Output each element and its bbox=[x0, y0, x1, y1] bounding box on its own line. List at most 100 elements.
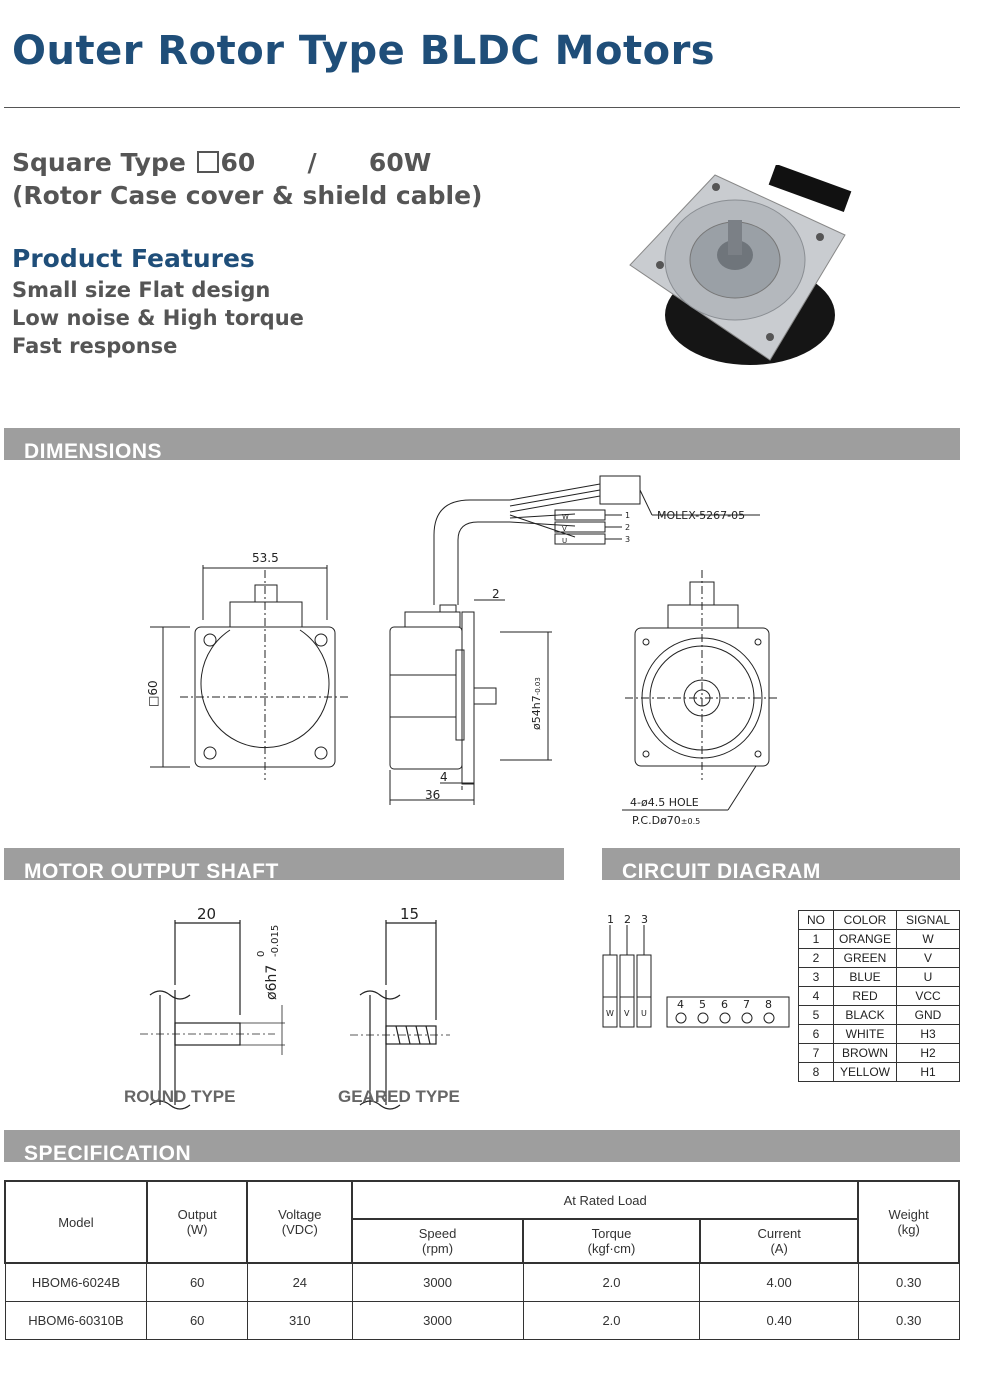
wire-color: ORANGE bbox=[833, 929, 897, 949]
dim-pcd-value: P.C.Dø70 bbox=[632, 814, 681, 827]
circuit-wire-number: 1 bbox=[607, 913, 614, 926]
circuit-pin: 6 bbox=[721, 998, 728, 1011]
cell-weight: 0.30 bbox=[857, 1300, 960, 1340]
wire-no: 2 bbox=[798, 948, 834, 968]
circuit-wire-number: 2 bbox=[624, 913, 631, 926]
cell-torque: 2.0 bbox=[522, 1300, 701, 1340]
wire-no: 6 bbox=[798, 1024, 834, 1044]
wire-color: RED bbox=[833, 986, 897, 1006]
output-label: Output bbox=[177, 1207, 217, 1222]
wire-no: 7 bbox=[798, 1043, 834, 1063]
circuit-wire-label: U bbox=[641, 1009, 647, 1018]
torque-unit: (kgf·cm) bbox=[587, 1241, 636, 1256]
col-torque: Torque(kgf·cm) bbox=[522, 1218, 701, 1264]
cell-torque: 2.0 bbox=[522, 1262, 701, 1302]
cell-speed: 3000 bbox=[351, 1300, 524, 1340]
dim-shaft-dia: ø6h7 bbox=[264, 965, 280, 1000]
dim-round-length: 20 bbox=[197, 905, 216, 923]
current-label: Current bbox=[757, 1226, 801, 1241]
subtitle-prefix: Square Type bbox=[12, 148, 186, 177]
table-row: HBOM6-6024B 60 24 3000 2.0 4.00 0.30 bbox=[4, 1262, 960, 1302]
dimension-drawing: 53.5 □60 MOLEX-5267-05 W V U 1 2 3 2 36 … bbox=[146, 475, 780, 827]
wire-color: YELLOW bbox=[833, 1062, 897, 1082]
subtitle-sep: / bbox=[307, 148, 317, 177]
circuit-pin: 8 bbox=[765, 998, 772, 1011]
speed-unit: (rpm) bbox=[422, 1241, 454, 1256]
circuit-header: CIRCUIT DIAGRAM bbox=[602, 848, 960, 883]
square-symbol-icon bbox=[196, 151, 219, 173]
dim-depth: 36 bbox=[425, 788, 440, 802]
col-current: Current(A) bbox=[698, 1218, 860, 1264]
wire-number: 3 bbox=[625, 535, 630, 544]
wire-no: 5 bbox=[798, 1005, 834, 1025]
wire-label: W bbox=[562, 513, 569, 521]
wire-color: BLUE bbox=[833, 967, 897, 987]
rear-view bbox=[622, 570, 780, 811]
table-header: NO bbox=[798, 910, 834, 930]
current-unit: (A) bbox=[770, 1241, 788, 1256]
wire-signal: W bbox=[896, 929, 960, 949]
spec-title: SPECIFICATION bbox=[24, 1142, 192, 1165]
cell-current: 4.00 bbox=[699, 1262, 859, 1302]
wire-signal: H3 bbox=[896, 1024, 960, 1044]
dim-pcd: P.C.Dø70±0.5 bbox=[632, 814, 700, 827]
wire-number: 2 bbox=[625, 523, 630, 532]
col-model: Model bbox=[4, 1180, 148, 1264]
cell-model: HBOM6-6024B bbox=[4, 1262, 148, 1302]
round-shaft bbox=[140, 920, 285, 1110]
table-row: HBOM6-60310B 60 310 3000 2.0 0.40 0.30 bbox=[4, 1300, 960, 1340]
output-unit: (W) bbox=[186, 1222, 208, 1237]
dimensions-header: DIMENSIONS bbox=[4, 428, 960, 463]
col-voltage: Voltage(VDC) bbox=[246, 1180, 354, 1264]
wire-label: V bbox=[562, 525, 567, 533]
dim-width: 53.5 bbox=[252, 551, 279, 565]
dim-boss-value: ø54h7 bbox=[530, 695, 543, 730]
wire-no: 1 bbox=[798, 929, 834, 949]
dim-pcd-tol: ±0.5 bbox=[681, 817, 700, 826]
circuit-pin: 7 bbox=[743, 998, 750, 1011]
dim-hole: 4-ø4.5 HOLE bbox=[630, 796, 699, 809]
geared-shaft bbox=[350, 920, 450, 1110]
front-view bbox=[150, 565, 350, 780]
shaft-drawing: 20 15 ø6h7 0 -0.015 bbox=[140, 905, 450, 1110]
circuit-pin: 5 bbox=[699, 998, 706, 1011]
cell-output: 60 bbox=[146, 1262, 248, 1302]
weight-unit: (kg) bbox=[897, 1222, 920, 1237]
features-heading: Product Features bbox=[12, 244, 255, 273]
page-title: Outer Rotor Type BLDC Motors bbox=[12, 28, 716, 74]
wire-color: BROWN bbox=[833, 1043, 897, 1063]
cell-weight: 0.30 bbox=[857, 1262, 960, 1302]
side-view bbox=[389, 475, 760, 805]
wire-signal: GND bbox=[896, 1005, 960, 1025]
title-divider bbox=[4, 107, 960, 108]
col-rated-load: At Rated Load bbox=[351, 1180, 860, 1220]
dim-connector: MOLEX-5267-05 bbox=[657, 509, 745, 522]
col-weight: Weight(kg) bbox=[857, 1180, 960, 1264]
motor-product-photo bbox=[629, 165, 852, 365]
subtitle-power: 60W bbox=[368, 148, 432, 177]
cell-voltage: 310 bbox=[246, 1300, 353, 1340]
voltage-unit: (VDC) bbox=[281, 1222, 318, 1237]
feature-item: Low noise & High torque bbox=[12, 306, 304, 330]
weight-label: Weight bbox=[888, 1207, 929, 1222]
dim-geared-length: 15 bbox=[400, 905, 419, 923]
shaft-title: MOTOR OUTPUT SHAFT bbox=[24, 860, 279, 883]
dim-step: 4 bbox=[440, 770, 448, 784]
wire-signal: V bbox=[896, 948, 960, 968]
wire-color: BLACK bbox=[833, 1005, 897, 1025]
wire-color: GREEN bbox=[833, 948, 897, 968]
circuit-wire-number: 3 bbox=[641, 913, 648, 926]
wire-color: WHITE bbox=[833, 1024, 897, 1044]
wire-label: U bbox=[562, 537, 567, 545]
dim-height: □60 bbox=[146, 680, 160, 707]
table-header: COLOR bbox=[833, 910, 897, 930]
